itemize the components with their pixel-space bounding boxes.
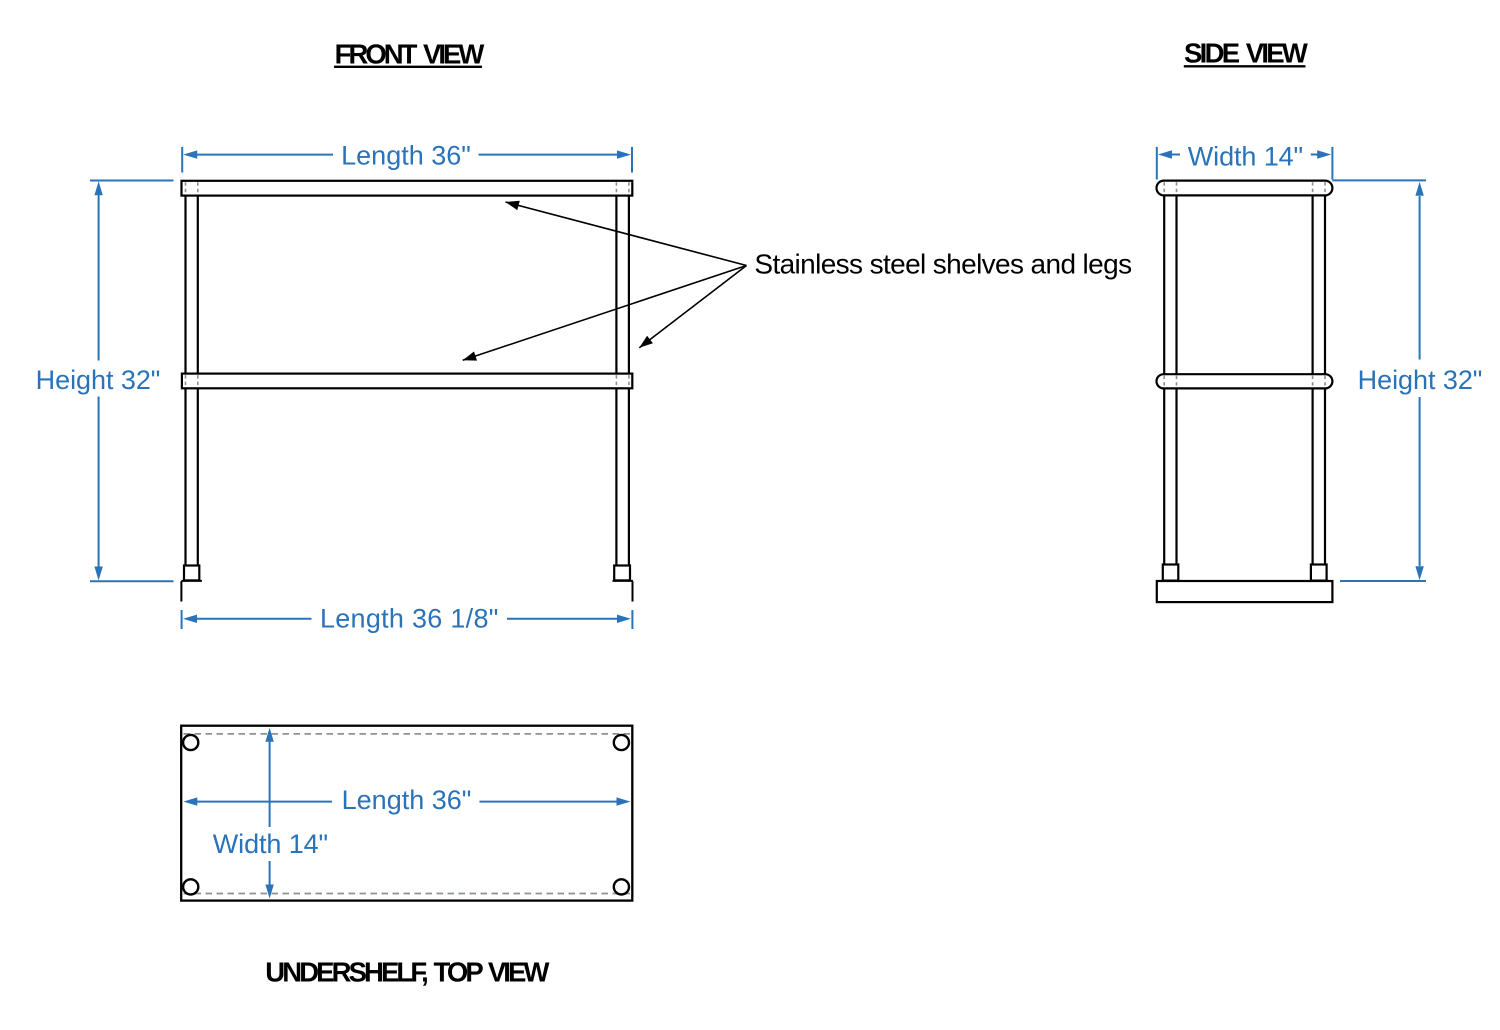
svg-text:Width 14": Width 14"	[1188, 141, 1303, 171]
svg-text:Length 36 1/8": Length 36 1/8"	[320, 603, 499, 633]
svg-text:Length 36": Length 36"	[341, 141, 471, 171]
svg-text:Length 36": Length 36"	[342, 785, 472, 815]
svg-text:Stainless steel shelves and le: Stainless steel shelves and legs	[754, 249, 1131, 280]
svg-text:SIDE VIEW: SIDE VIEW	[1184, 38, 1308, 69]
svg-text:Height 32": Height 32"	[36, 365, 161, 395]
svg-text:Width 14": Width 14"	[213, 829, 328, 859]
svg-text:UNDERSHELF, TOP VIEW: UNDERSHELF, TOP VIEW	[265, 956, 549, 987]
svg-text:Height 32": Height 32"	[1358, 365, 1483, 395]
svg-text:FRONT VIEW: FRONT VIEW	[335, 38, 485, 69]
